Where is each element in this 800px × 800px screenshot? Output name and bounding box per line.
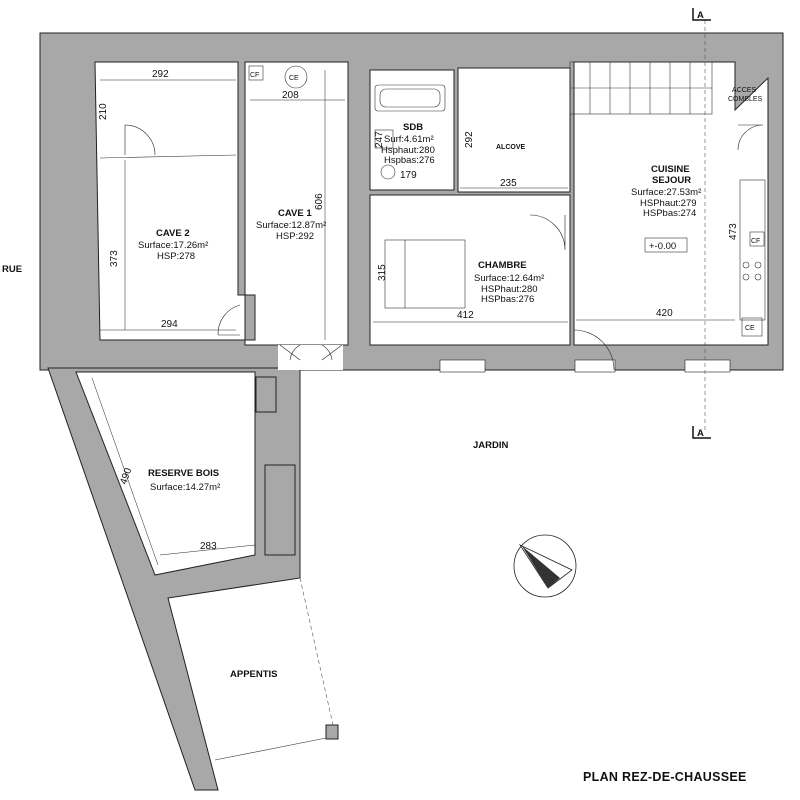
dim-cave1-top: 208 [282,90,299,101]
chambre-door [529,214,566,251]
sdb-surface: Surf:4.61m² [384,134,434,145]
dim-cave1-height: 606 [314,193,325,210]
dim-cave2-bottom: 294 [161,319,178,330]
door-opening-cave1 [278,345,343,370]
cave1-doors [279,344,343,361]
dimline-reserve [159,544,256,556]
dim-cave2-left: 373 [109,250,120,267]
cave1-hsp: HSP:292 [276,231,314,242]
plan-title: PLAN REZ-DE-CHAUSSEE [583,770,747,784]
reserve-name: RESERVE BOIS [148,468,219,479]
dim-sdb-h: 247 [374,131,385,148]
appentis-name: APPENTIS [230,669,278,680]
level-box [644,237,688,253]
jardin-label: JARDIN [473,440,509,451]
appentis-post [325,724,339,740]
dim-reserve-w: 283 [200,541,217,552]
cave2-lower-door [217,304,241,336]
chambre-name: CHAMBRE [478,260,527,271]
ce-symbol [284,65,308,89]
toilet-icon [380,164,396,180]
ce-label-kitchen: CE [745,325,755,332]
cave1-name: CAVE 1 [278,208,312,219]
dim-cave2-top: 292 [152,69,169,80]
ce-symbol-kitchen [741,317,763,337]
cave2-surface: Surface:17.26m² [138,240,208,251]
rue-label: RUE [2,264,22,275]
cuisine-hspbas: HSPbas:274 [643,208,696,219]
kitchen-door [737,124,764,151]
appentis-edge [299,577,334,726]
bathtub [374,84,446,112]
chambre-surface: Surface:12.64m² [474,273,544,284]
staircase [569,61,713,115]
acces-label: ACCES [732,87,756,94]
cave2-hsp: HSP:278 [157,251,195,262]
dim-chambre-h: 315 [377,264,388,281]
cuisine-name-2: SEJOUR [652,175,691,186]
ce-label: CE [289,75,299,82]
section-marker-bottom [692,426,711,439]
main-building-walls [39,32,784,371]
cave1-surface: Surface:12.87m² [256,220,326,231]
window-3 [684,359,731,373]
annex-walls [47,367,301,791]
cf-symbol-cave1 [248,65,264,81]
dimline-reserve-len [91,377,159,566]
dim-sdb-w: 179 [400,170,417,181]
cuisine-hsphaut: HSPhaut:279 [640,198,697,209]
sdb-hspbas: Hspbas:276 [384,155,435,166]
bed [384,239,466,309]
cuisine-name-1: CUISINE [651,164,690,175]
entry-door [573,329,615,371]
level-label: +-0.00 [649,241,676,252]
section-label-top: A [697,10,704,21]
section-label-bottom: A [697,428,704,439]
section-marker-top [692,8,711,21]
sdb-hsphaut: Hsphaut:280 [381,145,435,156]
annex-door-jamb [255,376,277,413]
dim-chambre-w: 412 [457,310,474,321]
alcove-label: ALCOVE [496,144,526,151]
north-compass-icon [513,534,577,598]
appentis-edge-bottom [214,737,327,761]
cf-label-kitchen: CF [751,238,760,245]
kitchen-counter [739,179,766,321]
reserve-surface: Surface:14.27m² [150,482,220,493]
dim-reserve-len: 490 [118,466,134,486]
cave2-partition [99,154,237,159]
dim-alcove-w: 235 [500,178,517,189]
sink-icon [374,129,394,149]
window-1 [439,359,486,373]
cf-label-cave1: CF [250,72,259,79]
chambre-hsphaut: HSPhaut:280 [481,284,538,295]
dim-alcove-h: 292 [464,131,475,148]
window-2 [574,359,616,373]
stove-icon [742,261,762,281]
sdb-name: SDB [403,122,423,133]
dim-cave2-topleft: 210 [98,103,109,120]
cave2-name: CAVE 2 [156,228,190,239]
combles-label: COMBLES [728,96,763,103]
bathtub-inner [379,88,441,108]
cave2-door [124,124,156,156]
annex-door-jamb-2 [264,464,296,556]
dim-cuisine-h: 473 [728,223,739,240]
cuisine-surface: Surface:27.53m² [631,187,701,198]
chambre-hspbas: HSPbas:276 [481,294,534,305]
dim-cuisine-w: 420 [656,308,673,319]
cf-symbol-kitchen [749,231,765,247]
